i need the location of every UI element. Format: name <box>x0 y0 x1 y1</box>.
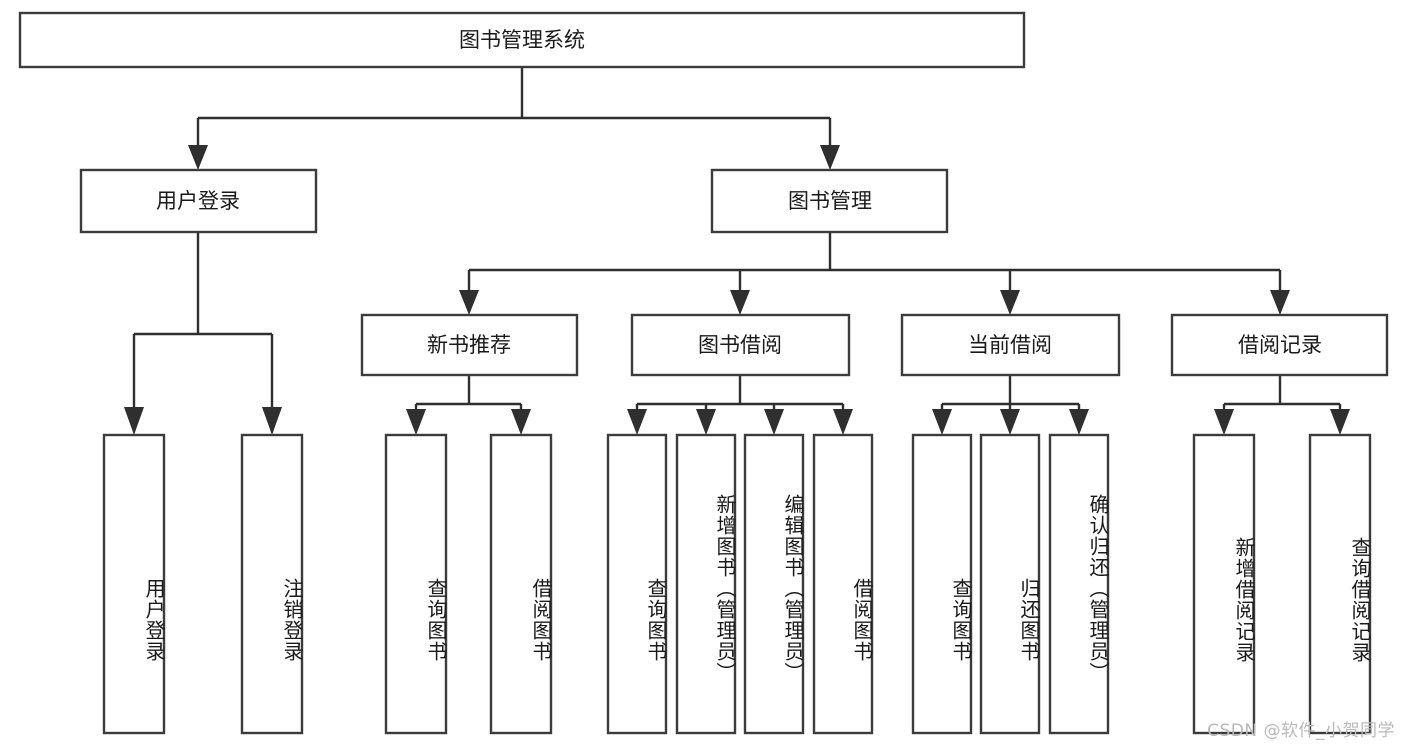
arrow-head-icon <box>820 145 840 170</box>
arrow-head-icon <box>696 409 716 435</box>
node-book-management[interactable] <box>710 168 949 234</box>
arrow-head-icon <box>1214 409 1234 435</box>
leaf-book-borrow-3[interactable] <box>812 433 874 735</box>
leaf-user-login-0[interactable] <box>102 433 166 735</box>
node-borrow-record-label: 借阅记录 <box>1238 333 1322 357</box>
leaf-book-borrow-1[interactable] <box>675 433 737 735</box>
connector-user-login-bar <box>132 332 274 410</box>
watermark-text: CSDN @软件_小贺同学 <box>1207 721 1395 741</box>
node-user-login[interactable] <box>79 168 318 234</box>
arrow-head-icon <box>124 407 144 435</box>
arrow-head-icon <box>764 409 784 435</box>
node-book-borrow-label: 图书借阅 <box>698 333 782 357</box>
connector-current-borrow-bar <box>940 402 1081 412</box>
leaf-current-borrow-1[interactable] <box>979 433 1041 735</box>
leaf-new-book-1[interactable] <box>489 433 553 735</box>
node-root[interactable] <box>18 11 1026 69</box>
node-layer: 图书管理系统 用户登录 图书管理 新书推荐 图书借阅 当前借阅 借阅记录 <box>18 11 1389 735</box>
leaf-current-borrow-2[interactable] <box>1048 433 1110 735</box>
arrow-head-icon <box>406 409 426 435</box>
arrow-head-icon <box>627 409 647 435</box>
arrow-head-icon <box>932 409 952 435</box>
leaf-borrow-record-1[interactable] <box>1308 433 1372 735</box>
leaf-user-login-1[interactable] <box>240 433 304 735</box>
leaf-current-borrow-0[interactable] <box>911 433 973 735</box>
arrow-head-icon <box>1270 290 1290 315</box>
node-new-book-recommend-label: 新书推荐 <box>427 333 511 357</box>
node-new-book-recommend[interactable] <box>360 313 579 377</box>
node-borrow-record[interactable] <box>1170 313 1389 377</box>
arrow-head-icon <box>730 290 750 315</box>
node-root-label: 图书管理系统 <box>459 28 585 52</box>
connector-level3-bar <box>467 268 1282 293</box>
arrow-head-icon <box>1069 409 1089 435</box>
leaf-new-book-0[interactable] <box>384 433 448 735</box>
arrow-head-icon <box>1000 409 1020 435</box>
arrow-head-icon <box>511 409 531 435</box>
connector-layer <box>124 67 1350 435</box>
arrow-head-icon <box>833 409 853 435</box>
connector-book-borrow-bar <box>635 402 845 412</box>
arrow-head-icon <box>188 145 208 170</box>
node-book-borrow[interactable] <box>630 313 851 377</box>
connector-new-book-bar <box>414 402 523 412</box>
leaf-book-borrow-0[interactable] <box>606 433 668 735</box>
arrow-head-icon <box>262 407 282 435</box>
connector-level2-bar <box>196 116 832 148</box>
node-current-borrow[interactable] <box>900 313 1121 377</box>
arrow-head-icon <box>459 290 479 315</box>
node-book-management-label: 图书管理 <box>788 189 872 213</box>
node-current-borrow-label: 当前借阅 <box>968 333 1052 357</box>
leaf-borrow-record-0[interactable] <box>1192 433 1256 735</box>
arrow-head-icon <box>1330 409 1350 435</box>
node-user-login-label: 用户登录 <box>156 189 240 213</box>
leaf-book-borrow-2[interactable] <box>743 433 805 735</box>
arrow-head-icon <box>1000 290 1020 315</box>
connector-borrow-record-bar <box>1222 402 1342 412</box>
